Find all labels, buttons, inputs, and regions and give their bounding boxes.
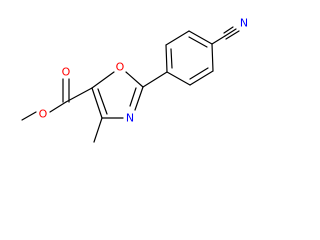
- bond-ring-e-inner: [189, 67, 209, 80]
- bond-aryl-cn: [211, 35, 226, 45]
- bond-o1-c2: [125, 71, 144, 88]
- bond-ring-c-inner: [188, 36, 208, 48]
- bond-c4-c5-a: [91, 87, 103, 119]
- bond-ring-d: [211, 43, 214, 72]
- bond-ring-e: [189, 70, 214, 86]
- atom-o-ester: O: [39, 108, 48, 121]
- bond-ring-b: [165, 30, 190, 46]
- bond-c2-n3-b: [129, 87, 137, 107]
- atom-n-ring: N: [126, 112, 134, 125]
- bond-methyl-o: [21, 111, 37, 121]
- bond-nitrile-3: [225, 30, 240, 40]
- structure-canvas: O O O N N: [21, 17, 248, 143]
- bond-ring-f: [166, 71, 191, 86]
- bond-ring-c: [188, 30, 213, 45]
- bond-c4-c5-b: [97, 88, 108, 115]
- bond-c2-n3-a: [134, 86, 144, 111]
- bond-nitrile-1: [223, 26, 234, 34]
- bond-ring-a-inner: [170, 48, 173, 69]
- bond-c2-phenyl: [142, 71, 168, 88]
- bond-nitrile-2: [224, 28, 237, 37]
- atom-n-nitrile: N: [240, 17, 248, 30]
- bond-o-carbonyl: [49, 101, 67, 113]
- atom-o-carbonyl: O: [62, 66, 71, 79]
- molecule-diagram: O O O N N: [21, 17, 248, 143]
- bond-c5-o1: [91, 71, 115, 89]
- bond-ring-a: [165, 44, 168, 73]
- atom-o-ring: O: [116, 61, 125, 74]
- bond-carbonyl-c5: [65, 87, 93, 103]
- bond-c4-methyl: [93, 117, 103, 143]
